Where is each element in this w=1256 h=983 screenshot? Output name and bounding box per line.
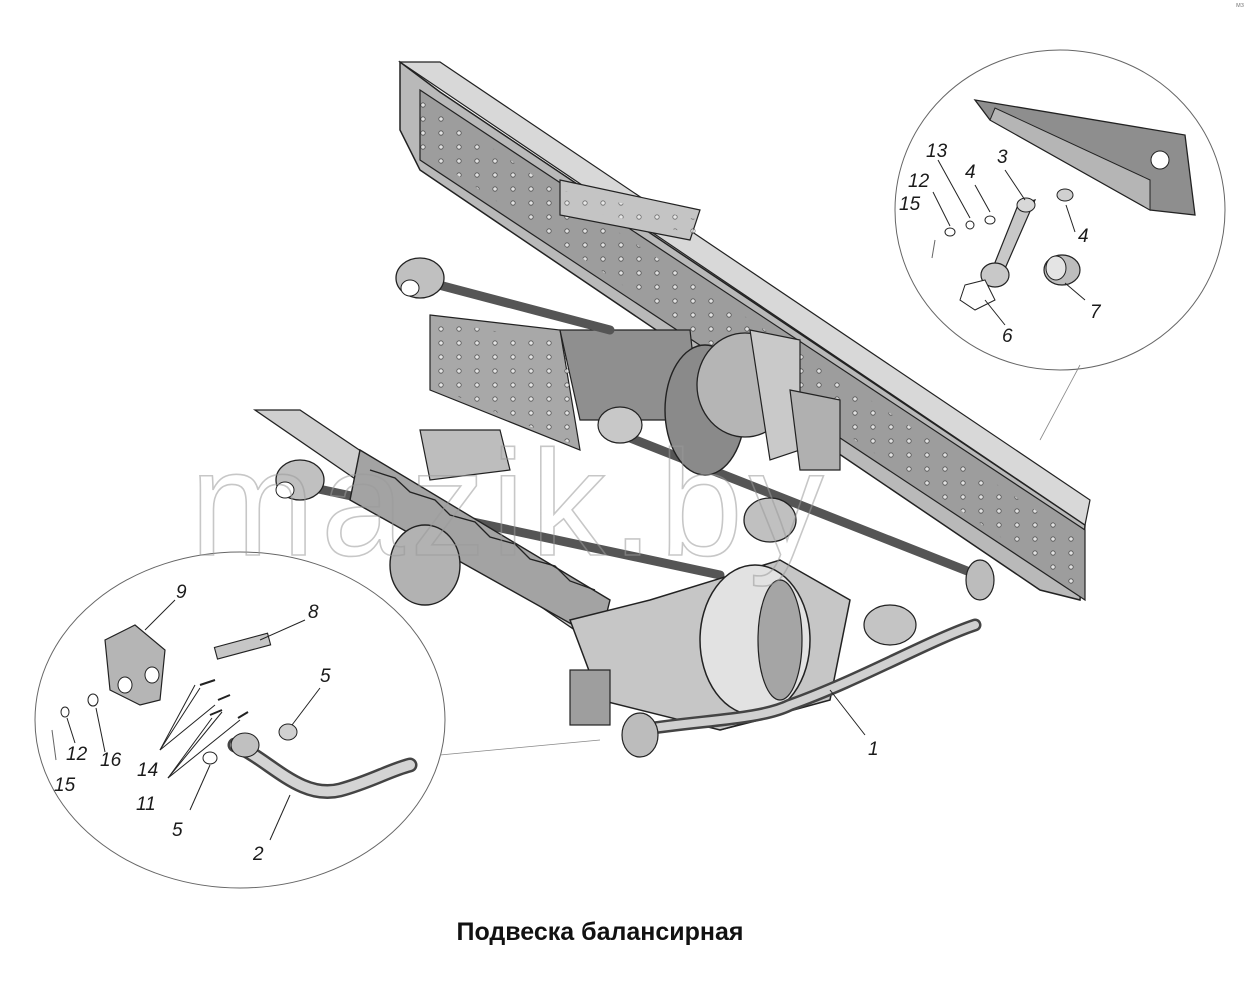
figure-caption: Подвеска балансирная (456, 918, 744, 946)
callout-12a: 12 (908, 171, 930, 192)
callout-labels: 1 2 3 4 4 5 5 6 7 8 9 11 12 12 13 14 15 … (54, 141, 1102, 865)
callout-13: 13 (926, 141, 948, 162)
callout-6: 6 (1002, 326, 1013, 347)
reaction-rods (275, 257, 995, 585)
corner-mark: мз (1236, 2, 1244, 9)
callout-15b: 15 (54, 775, 76, 796)
callout-11: 11 (136, 794, 156, 815)
leader-lines (66, 159, 1086, 841)
callout-5a: 5 (320, 666, 331, 687)
detail-circle-top (894, 49, 1226, 441)
callout-16: 16 (100, 750, 122, 771)
callout-12b: 12 (66, 744, 88, 765)
watermark: mazik.by (190, 419, 830, 587)
callout-7: 7 (1090, 302, 1102, 323)
callout-4a: 4 (965, 162, 976, 183)
callout-4b: 4 (1078, 226, 1089, 247)
callout-5b: 5 (172, 820, 183, 841)
callout-2: 2 (252, 844, 264, 865)
callout-14: 14 (137, 760, 158, 781)
balancer-bracket (664, 329, 841, 476)
callout-3: 3 (997, 147, 1008, 168)
callout-15a: 15 (899, 194, 921, 215)
callout-1: 1 (868, 739, 879, 760)
leaf-spring (349, 429, 611, 642)
callout-9: 9 (176, 582, 187, 603)
axle-housing (389, 524, 851, 731)
callout-8: 8 (308, 602, 319, 623)
stabilizer-bar (621, 559, 995, 758)
